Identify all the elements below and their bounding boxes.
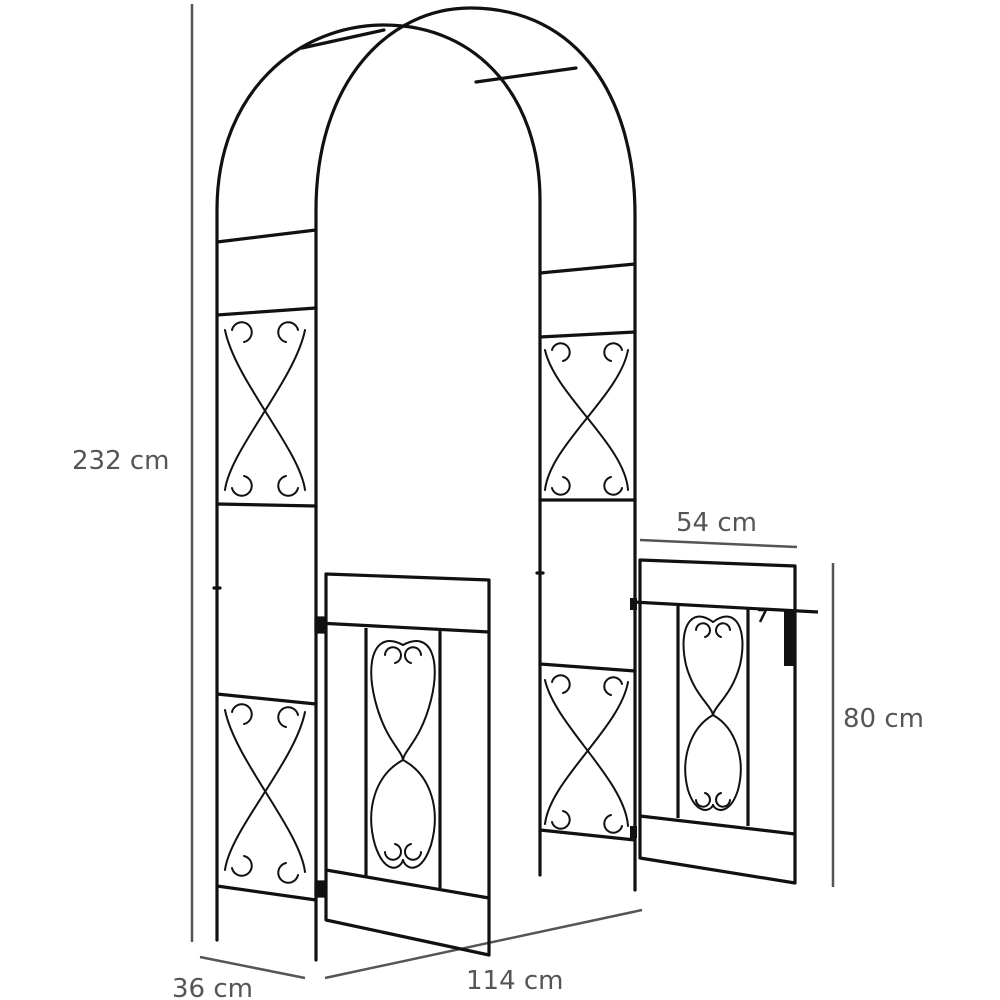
side-bar-right-upper xyxy=(538,262,637,275)
depth-label: 36 cm xyxy=(172,974,253,1000)
left-lower-panel-bottom xyxy=(215,884,318,902)
right-gate xyxy=(630,558,819,885)
right-gate-hinge-1 xyxy=(630,598,637,610)
left-gate-hinge-1 xyxy=(314,616,326,634)
left-gate xyxy=(314,572,491,957)
roof-bar-2 xyxy=(474,66,578,84)
front-arch-hoop xyxy=(314,6,637,962)
left-gate-hinge-bar xyxy=(317,621,490,634)
right-gate-latch xyxy=(784,610,796,666)
left-gate-bottom-bar xyxy=(325,868,490,900)
right-upper-scroll xyxy=(544,342,629,496)
right-gate-ornament xyxy=(682,615,744,811)
gate-width-label: 54 cm xyxy=(676,508,757,538)
right-gate-hinge-2 xyxy=(630,826,637,838)
roof-bar-1 xyxy=(300,28,386,50)
right-lower-panel-bottom xyxy=(538,828,637,842)
left-gate-hinge-2 xyxy=(314,880,326,898)
depth-dimension-line xyxy=(199,955,306,980)
left-upper-scroll xyxy=(224,321,306,497)
gate-height-label: 80 cm xyxy=(843,704,924,734)
left-lower-scroll xyxy=(224,703,306,884)
right-gate-latch-hook xyxy=(758,608,768,623)
width-label: 114 cm xyxy=(466,966,564,996)
left-upper-panel-top xyxy=(215,306,318,317)
right-gate-bottom-bar xyxy=(639,814,796,836)
overall-height-label: 232 cm xyxy=(72,446,170,476)
side-bar-left-upper xyxy=(215,228,318,244)
right-lower-panel-top xyxy=(538,662,637,673)
width-dimension-line xyxy=(324,908,643,980)
gate-width-dimension-line xyxy=(639,538,798,549)
left-gate-ornament xyxy=(370,640,436,869)
right-upper-panel-top xyxy=(538,330,637,339)
back-arch-hoop xyxy=(215,23,542,942)
arch-frame xyxy=(212,6,637,962)
scroll-ornaments xyxy=(224,321,629,884)
left-lower-panel-top xyxy=(215,692,318,706)
right-gate-frame xyxy=(638,558,797,885)
left-upper-panel-bottom xyxy=(215,502,318,508)
dimension-lines xyxy=(190,4,835,980)
right-lower-scroll xyxy=(544,674,629,834)
left-gate-frame xyxy=(324,572,491,957)
